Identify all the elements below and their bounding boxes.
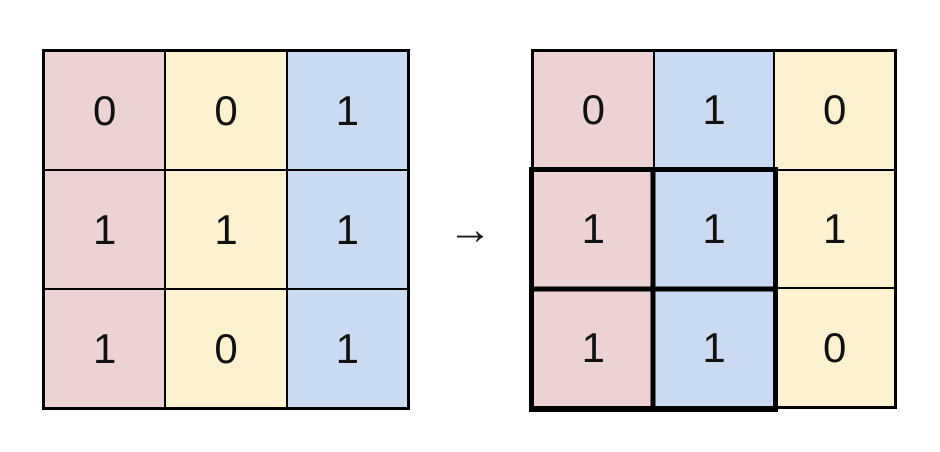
matrix-cell: 1 xyxy=(286,289,408,408)
matrix-cell: 1 xyxy=(286,170,408,289)
matrix-cell: 1 xyxy=(653,51,775,170)
matrix-cell: 1 xyxy=(653,288,775,407)
matrix-cell: 0 xyxy=(44,51,166,170)
matrix-cell: 1 xyxy=(44,289,166,408)
matrix-cell: 1 xyxy=(533,169,654,289)
matrix-cell: 0 xyxy=(774,51,895,170)
matrix-cell: 1 xyxy=(44,170,166,289)
matrix-cell: 1 xyxy=(286,51,408,170)
matrix-cell: 0 xyxy=(165,51,287,170)
matrix-cell: 1 xyxy=(653,169,775,289)
matrix-cell: 1 xyxy=(774,169,895,289)
matrix-cell: 0 xyxy=(533,51,654,170)
matrix-cell: 0 xyxy=(165,289,287,408)
matrix-cell: 0 xyxy=(774,288,895,407)
matrix-cell: 1 xyxy=(165,170,287,289)
matrix-cell: 1 xyxy=(533,288,654,407)
transformation-arrow: → xyxy=(448,205,492,254)
